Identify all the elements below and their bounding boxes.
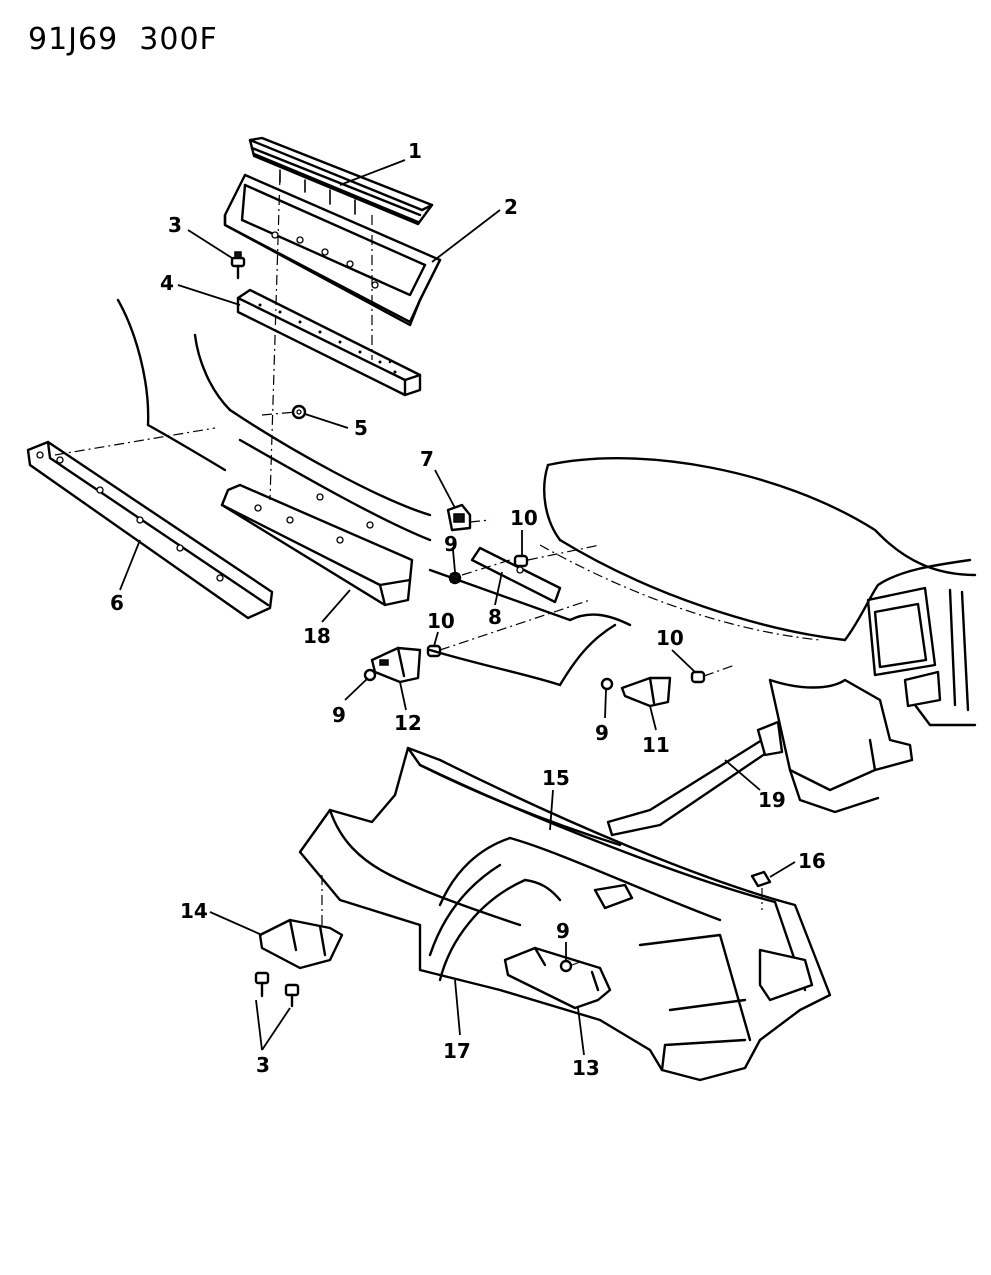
callout-18: 18 [303,624,331,648]
callout-15: 15 [542,766,570,790]
callout-labels: 1 2 3 4 5 6 7 8 9 10 18 10 10 9 12 9 11 … [110,139,826,1080]
callout-19: 19 [758,788,786,812]
callout-6: 6 [110,591,124,615]
part-16-clip [750,870,772,888]
part-15-bumper-fascia [298,746,832,1082]
part-4-foam-pad [236,288,422,397]
part-17-splash-shield [438,878,562,982]
callout-8: 8 [488,605,502,629]
part-19-brace [606,720,784,837]
part-9-screw-right [600,677,614,691]
part-6-rail [26,440,274,620]
callout-9-upper: 9 [444,532,458,556]
callout-2: 2 [504,195,518,219]
part-5-nut [291,404,307,420]
callout-17: 17 [443,1039,471,1063]
callout-9-left: 9 [332,703,346,727]
callout-10-mid: 10 [427,609,455,633]
callout-16: 16 [798,849,826,873]
vehicle-body [539,457,977,814]
callout-9-lower: 9 [556,919,570,943]
part-9-screw-lower [559,959,573,973]
callout-10-right: 10 [656,626,684,650]
leader-lines [119,159,796,1056]
callout-11: 11 [642,733,670,757]
callout-4: 4 [160,271,174,295]
part-12-bracket [370,646,422,684]
body-side-panel [116,298,432,542]
lower-quarter-panel-arc [428,568,632,687]
callout-13: 13 [572,1056,600,1080]
part-10-spacer-right [690,670,706,684]
assembly-centerlines [54,174,763,966]
part-13-bracket [503,946,612,1010]
part-2-housing [223,173,442,327]
callout-5: 5 [354,416,368,440]
part-3-fastener-lower-left [254,971,270,998]
part-14-bracket [258,918,344,970]
callout-3-top: 3 [168,213,182,237]
callout-14: 14 [180,899,208,923]
callout-10-upper: 10 [510,506,538,530]
part-18-lower-panel [220,483,414,607]
part-10-spacer-upper [513,554,529,568]
callout-3-bottom: 3 [256,1053,270,1077]
drawing-number: 91J69 300F [28,22,218,57]
callout-9-right: 9 [595,721,609,745]
part-7-clip [446,503,472,532]
part-3-push-fastener [230,251,246,280]
callout-12: 12 [394,711,422,735]
callout-1: 1 [408,139,422,163]
part-11-bracket [620,676,672,708]
part-1-trim-strip [248,136,434,226]
callout-7: 7 [420,447,434,471]
part-3-fastener-lower-right [284,983,300,1008]
